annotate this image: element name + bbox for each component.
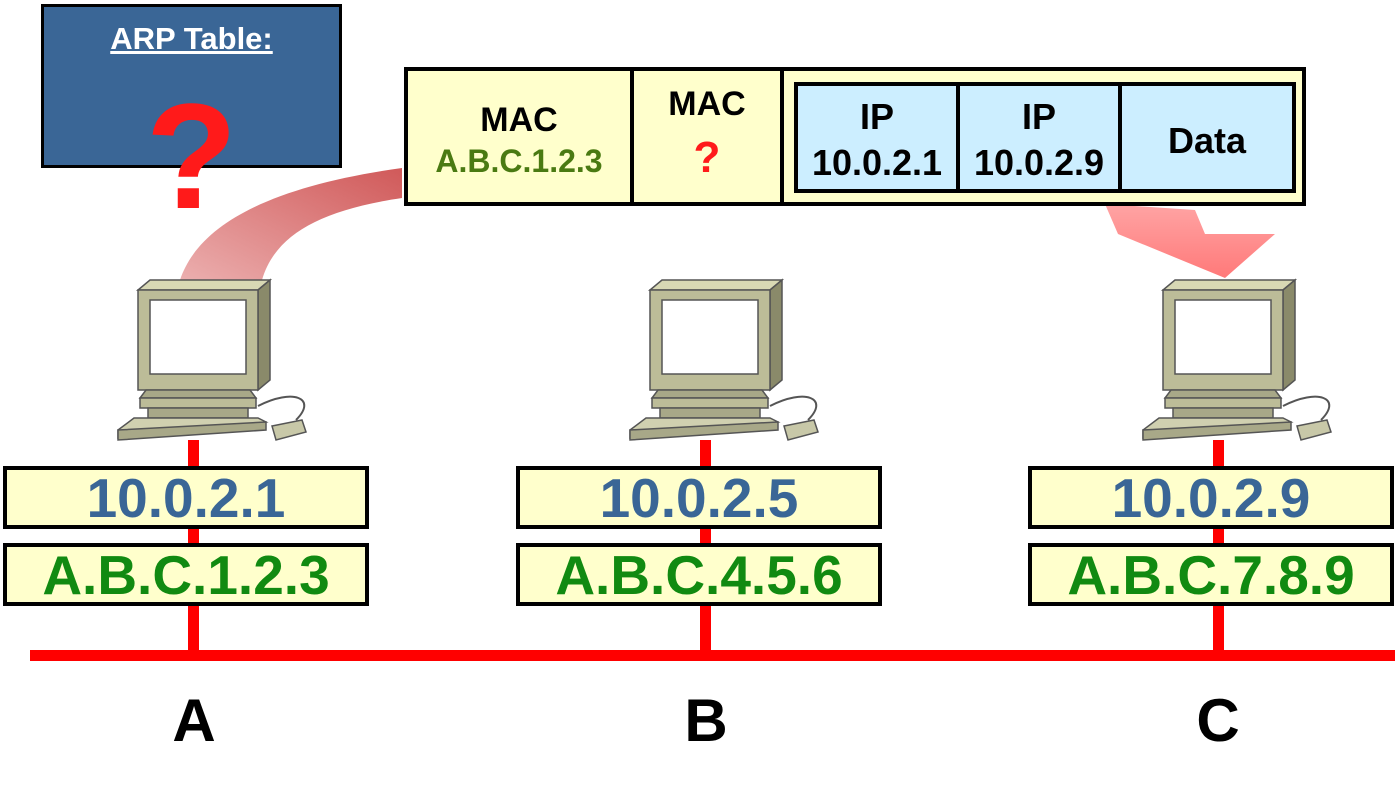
arp-lookup-arrow [180, 168, 402, 280]
frame-dest-mac-value: A.B.C.1.2.3 [435, 143, 603, 179]
frame-ip-1: IP 10.0.2.1 [794, 82, 960, 193]
frame-ip-1-label: IP [859, 96, 894, 137]
frame-data: Data [1118, 82, 1296, 193]
frame-ip-2: IP 10.0.2.9 [956, 82, 1122, 193]
host-b-ip: 10.0.2.5 [516, 466, 882, 529]
arp-table-title: ARP Table: [110, 21, 273, 56]
host-a-mac: A.B.C.1.2.3 [3, 543, 369, 606]
host-c-mac: A.B.C.7.8.9 [1028, 543, 1394, 606]
host-a-label: A [172, 687, 216, 754]
frame-src-mac-unknown: ? [693, 133, 721, 182]
computer-c-icon [1142, 279, 1332, 441]
frame-src-mac: MAC ? [634, 71, 784, 202]
host-c-label: C [1196, 687, 1240, 754]
frame-data-label: Data [1167, 120, 1247, 161]
frame-ip-2-value: 10.0.2.9 [973, 142, 1105, 183]
arp-table-box: ARP Table: ? [41, 4, 342, 231]
ethernet-frame: MAC A.B.C.1.2.3 MAC ? IP 10.0.2.1 IP 10.… [404, 67, 1306, 206]
computer-b-icon [629, 279, 819, 441]
frame-delivery-arrow [1105, 204, 1275, 278]
frame-dest-mac-label: MAC [480, 101, 558, 139]
host-b-label: B [684, 687, 728, 754]
frame-ip-2-label: IP [1021, 96, 1056, 137]
frame-dest-mac: MAC A.B.C.1.2.3 [408, 71, 634, 202]
network-bus [30, 650, 1395, 661]
host-c-ip: 10.0.2.9 [1028, 466, 1394, 529]
arp-table-unknown: ? [145, 72, 238, 240]
host-a-ip: 10.0.2.1 [3, 466, 369, 529]
computer-a-icon [117, 279, 307, 441]
host-b-mac: A.B.C.4.5.6 [516, 543, 882, 606]
frame-src-mac-label: MAC [668, 85, 746, 123]
frame-ip-1-value: 10.0.2.1 [811, 142, 943, 183]
